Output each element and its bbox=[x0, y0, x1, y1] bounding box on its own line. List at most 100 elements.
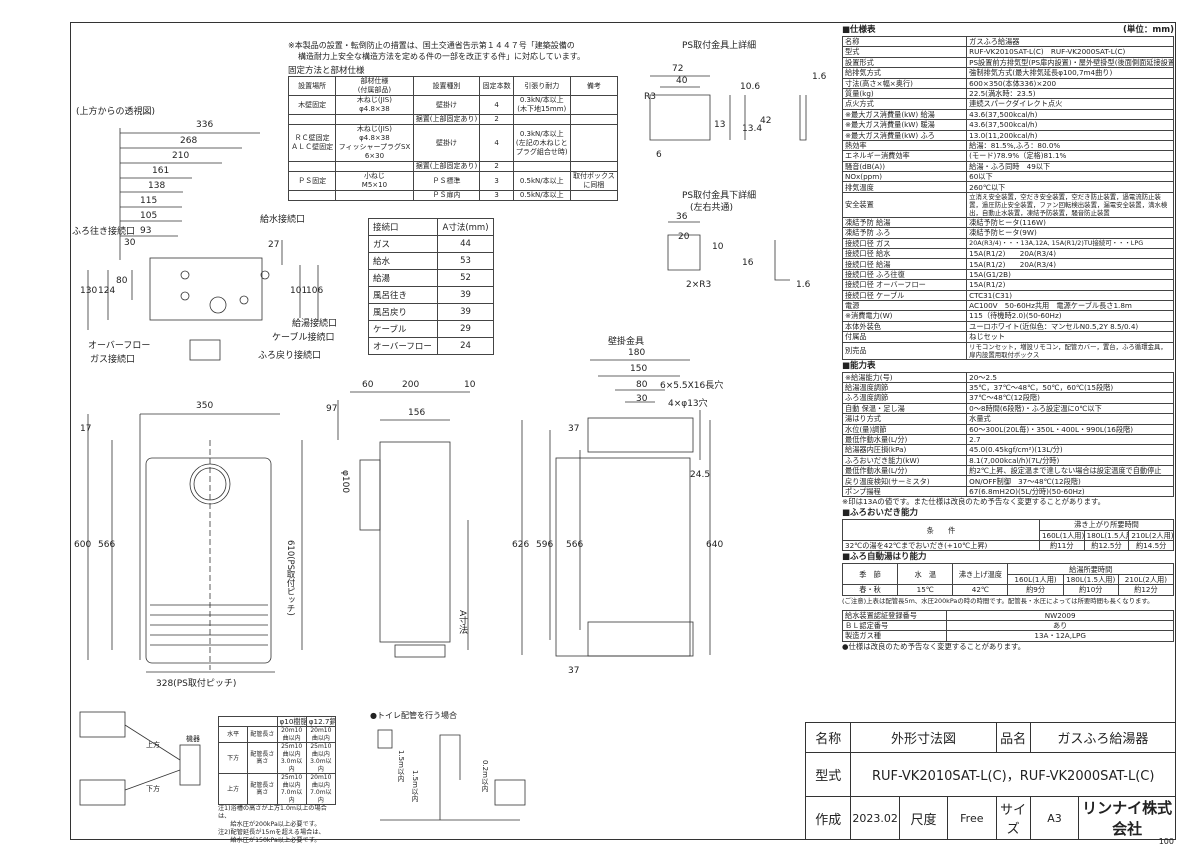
spec-val-13: 60以下 bbox=[966, 171, 1174, 183]
label-furo-out: ふろ往き接続口 bbox=[72, 227, 136, 237]
ps-bracket-top bbox=[649, 75, 807, 141]
table-row: 戻り温度検知(サーミスタ)ON/OFF制御 37～48℃(12段階) bbox=[841, 475, 1174, 487]
pipe-notes: 注1)浴槽の高さが上方1.0m以上の場合は、 給水圧が200kPa以上必要です。… bbox=[218, 805, 336, 845]
table-row: 凍結予防 ふろ凍結予防ヒータ(9W) bbox=[841, 227, 1174, 239]
a-value-2: 52 bbox=[437, 269, 494, 287]
side-dim-10: 10 bbox=[464, 380, 476, 390]
rear-dim-640: 640 bbox=[706, 540, 724, 550]
ability-val-0: 20～2.5 bbox=[966, 371, 1174, 383]
ps-b-dim-1-6: 1.6 bbox=[796, 280, 811, 290]
spec-key-3: 給排気方式 bbox=[841, 67, 968, 79]
spec-val-20: 15A(R1/2) 20A(R3/4) bbox=[966, 258, 1174, 270]
spec-val-25: 115（待機時2.0)(50-60Hz) bbox=[966, 310, 1174, 322]
af-h-season: 季 節 bbox=[841, 563, 899, 586]
ps-dim-r3: R3 bbox=[644, 92, 656, 102]
cert-key-0: 給水装置認証登録番号 bbox=[841, 609, 948, 621]
table-row: 寸法(高さ×幅×奥行)600×350(本体336)×200 bbox=[841, 77, 1174, 89]
table-row: 本体外装色ユーロホワイト(近似色：マンセルN0.5,2Y 8.5/0.4) bbox=[841, 320, 1174, 333]
af-water: 15℃ bbox=[897, 584, 954, 596]
spec-val-18: 20A(R3/4)・・・13A,12A, 15A(R1/2)TU接続可・・・LP… bbox=[966, 237, 1174, 250]
cert-note: ●仕様は改良のため予告なく変更することがあります。 bbox=[842, 641, 1026, 651]
scale-value: Free bbox=[947, 796, 997, 840]
fill-label-unit: 機器 bbox=[186, 735, 200, 743]
pipe-note-3: 給水圧が150kPa以上必要です。 bbox=[218, 837, 321, 845]
a-value-6: 24 bbox=[437, 337, 494, 355]
pipe-note-0: 注1)浴槽の高さが上方1.0m以上の場合は、 bbox=[218, 805, 327, 821]
ability-key-11: ポンプ揚程 bbox=[841, 485, 968, 498]
top-view bbox=[87, 128, 319, 361]
table-row: 給湯器内圧損(kPa)45.0(0.45kgf/cm²)(13L/分) bbox=[841, 444, 1174, 456]
spec-key-2: 設置形式 bbox=[841, 56, 968, 69]
cert-val-0: NW2009 bbox=[946, 609, 1174, 621]
spec-val-0: ガスふろ給湯器 bbox=[966, 35, 1174, 48]
pipe-cell-0-0: 水平 bbox=[217, 726, 249, 744]
pipe-cell-0-3: 20m10曲以内 bbox=[305, 726, 337, 744]
pipe-note-1: 給水圧が200kPa以上必要です。 bbox=[218, 821, 321, 829]
pipe-diagram bbox=[79, 711, 526, 821]
vdim-106: 106 bbox=[306, 286, 324, 296]
ps-dim-13-4: 13.4 bbox=[742, 124, 763, 134]
spec-val-4: 600×350(本体336)×200 bbox=[966, 77, 1174, 89]
ability-val-6: 2.7 bbox=[966, 433, 1174, 446]
spec-key-27: 付属品 bbox=[841, 331, 968, 343]
trap-dim-2: 1.5m以内 bbox=[411, 770, 419, 802]
table-row: 給排気方式強制排気方式(最大排気延長φ100,7m4曲り) bbox=[841, 67, 1174, 79]
a-port-0: ガス bbox=[367, 235, 439, 253]
table-row: 付属品ねじセット bbox=[841, 331, 1174, 343]
ps-b-dim-36: 36 bbox=[676, 212, 688, 222]
dim-115: 115 bbox=[140, 196, 158, 206]
wall-dim-150: 150 bbox=[630, 364, 648, 374]
spec-val-28: リモコンセット，増設リモコン，配管カバー，置台，ふろ循環金具，扉内設置用取付ボッ… bbox=[966, 341, 1174, 360]
spec-unit: (単位：mm) bbox=[1123, 25, 1174, 35]
table-row: 熱効率給湯：81.5%,ふろ：80.0% bbox=[841, 139, 1174, 152]
front-view bbox=[87, 413, 303, 673]
ability-val-9: 約2℃上昇、設定温まで達しない場合は設定温度で自動停止 bbox=[966, 465, 1174, 477]
spec-key-10: 熱効率 bbox=[841, 139, 968, 152]
spec-val-27: ねじセット bbox=[966, 331, 1174, 343]
wall-dim-30: 30 bbox=[636, 394, 648, 404]
ps-dim-6: 6 bbox=[656, 150, 662, 160]
spec-val-15: 立消え安全装置，空だき安全装置，空だき防止装置，過電流防止装置，過圧防止安全装置… bbox=[966, 191, 1174, 218]
label-overflow: オーバーフロー bbox=[88, 341, 151, 351]
pipe-cell-0-2: 20m10曲以内 bbox=[276, 726, 307, 744]
front-dim-17: 17 bbox=[80, 424, 92, 434]
a-port-1: 給水 bbox=[367, 252, 439, 270]
ps-bottom-subtitle: (左右共通) bbox=[690, 203, 734, 213]
spec-title: ■仕様表 bbox=[842, 25, 876, 35]
spec-key-1: 型式 bbox=[841, 46, 968, 58]
dim-105: 105 bbox=[140, 211, 158, 221]
model-value: RUF-VK2010SAT-L(C)，RUF-VK2000SAT-L(C) bbox=[850, 752, 1176, 797]
af-temp: 42℃ bbox=[952, 584, 1009, 596]
vdim-80: 80 bbox=[116, 276, 128, 286]
a-value-1: 53 bbox=[437, 252, 494, 270]
ability-key-0: ※給湯能力(号) bbox=[841, 371, 968, 383]
front-dim-600: 600 bbox=[74, 540, 92, 550]
spec-key-6: 点火方式 bbox=[841, 98, 968, 110]
spec-val-26: ユーロホワイト(近似色：マンセルN0.5,2Y 8.5/0.4) bbox=[966, 320, 1174, 333]
spec-key-9: ※最大ガス消費量(kW) ふろ bbox=[841, 129, 968, 141]
product-label: 品名 bbox=[995, 721, 1031, 754]
a-port-4: 風呂戻り bbox=[367, 303, 439, 321]
fill-label-down: 下方 bbox=[146, 785, 160, 793]
ability-key-5: 水位(量)調節 bbox=[841, 423, 968, 435]
a-port-2: 給湯 bbox=[367, 269, 439, 287]
table-row: 名称ガスふろ給湯器 bbox=[841, 35, 1174, 48]
ability-val-11: 67(6.8mH2O)(5L/分時)(50-60Hz) bbox=[966, 485, 1174, 498]
spec-val-24: AC100V 50-60Hz共用 電源ケーブル長さ1.8m bbox=[966, 299, 1174, 312]
made-value: 2023.02 bbox=[850, 796, 900, 840]
model-label: 型式 bbox=[804, 752, 852, 797]
trap-dim-3: 0.2m以内 bbox=[481, 760, 489, 792]
